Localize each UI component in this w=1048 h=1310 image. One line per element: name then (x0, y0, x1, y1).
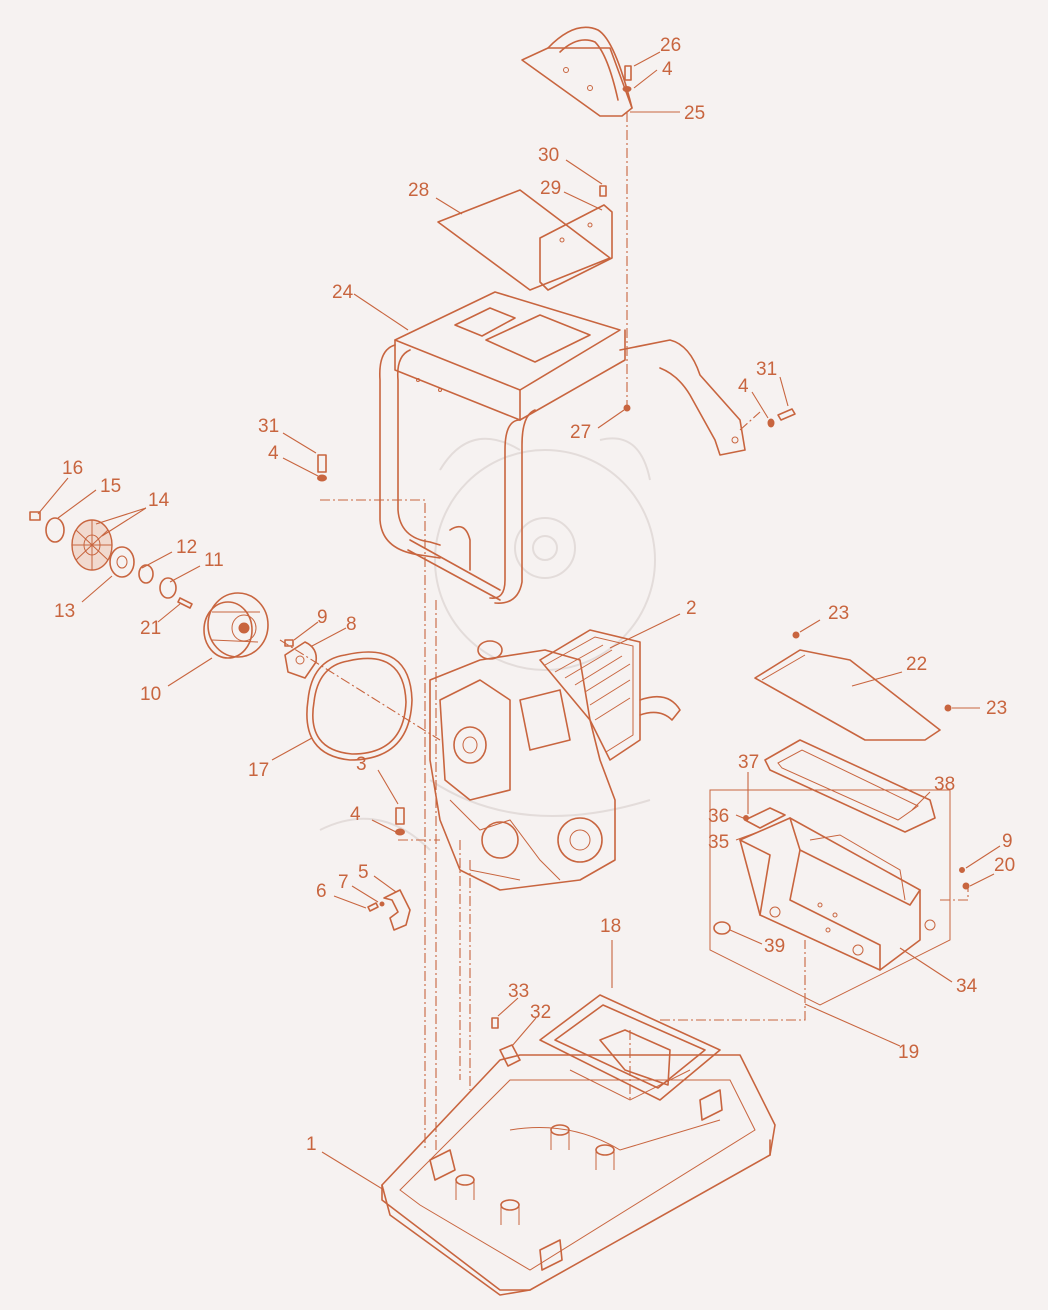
callout-9-b: 9 (1002, 831, 1013, 852)
callout-16: 16 (62, 458, 83, 479)
callout-12: 12 (176, 537, 197, 558)
drive-belt-part-17 (306, 651, 413, 761)
callout-32: 32 (530, 1002, 551, 1023)
callout-6: 6 (316, 881, 327, 902)
air-filter-cover-part-22 (754, 631, 952, 741)
callout-20: 20 (994, 855, 1015, 876)
callout-1: 1 (306, 1134, 317, 1155)
callout-4-d: 4 (350, 804, 361, 825)
gasket-part-38 (764, 739, 936, 833)
callout-37: 37 (738, 752, 759, 773)
callout-4-b: 4 (738, 376, 749, 397)
flange-part-8 (284, 639, 318, 679)
clip-parts-5-7 (367, 889, 411, 931)
callout-33: 33 (508, 981, 529, 1002)
callout-18: 18 (600, 916, 621, 937)
engine-part-2 (429, 629, 681, 891)
callout-26: 26 (660, 35, 681, 56)
callout-19: 19 (898, 1042, 919, 1063)
callout-15: 15 (100, 476, 121, 497)
callout-8: 8 (346, 614, 357, 635)
callout-36: 36 (708, 806, 729, 827)
callout-13: 13 (54, 601, 75, 622)
screws-parts-9-20 (959, 867, 970, 890)
callout-10: 10 (140, 684, 161, 705)
callout-28: 28 (408, 180, 429, 201)
callout-7: 7 (338, 872, 349, 893)
handle-frame-part-24 (378, 291, 746, 604)
recoil-starter-parts (29, 511, 193, 609)
callout-14: 14 (148, 490, 170, 511)
callout-labels: 26 4 25 30 29 28 24 31 4 27 31 4 16 15 1… (54, 35, 1015, 1155)
callout-4-c: 4 (268, 443, 279, 464)
bolts-upper (317, 404, 796, 482)
mount-bolts-parts-3-4 (395, 807, 405, 836)
callout-23-b: 23 (986, 698, 1007, 719)
callout-27: 27 (570, 422, 591, 443)
pulley-part-10 (203, 592, 269, 659)
watermark-mascot (319, 437, 656, 851)
callout-39: 39 (764, 936, 785, 957)
callout-35: 35 (708, 832, 729, 853)
callout-38: 38 (934, 774, 955, 795)
base-plate-part-1 (381, 1054, 776, 1296)
callout-31-a: 31 (756, 359, 777, 380)
callout-34: 34 (956, 976, 978, 997)
callout-29: 29 (540, 178, 561, 199)
mount-frame-part-18 (491, 994, 721, 1101)
air-filter-housing-part-34 (709, 789, 951, 1006)
callout-9-a: 9 (317, 607, 328, 628)
callout-30: 30 (538, 145, 559, 166)
callout-25: 25 (684, 103, 705, 124)
leader-lines (37, 51, 1001, 1191)
callout-24: 24 (332, 282, 354, 303)
callout-3: 3 (356, 754, 367, 775)
callout-22: 22 (906, 654, 927, 675)
cover-plate-part-28 (437, 189, 611, 291)
callout-21: 21 (140, 618, 161, 639)
callout-31-b: 31 (258, 416, 279, 437)
callout-5: 5 (358, 862, 369, 883)
mount-bracket-part-29 (539, 185, 613, 291)
callout-4-a: 4 (662, 59, 673, 80)
alignment-lines (279, 112, 969, 1150)
callout-23-a: 23 (828, 603, 849, 624)
callout-2: 2 (686, 598, 697, 619)
callout-17: 17 (248, 760, 269, 781)
lifting-bracket-part-25 (521, 26, 633, 117)
callout-11: 11 (204, 550, 224, 571)
